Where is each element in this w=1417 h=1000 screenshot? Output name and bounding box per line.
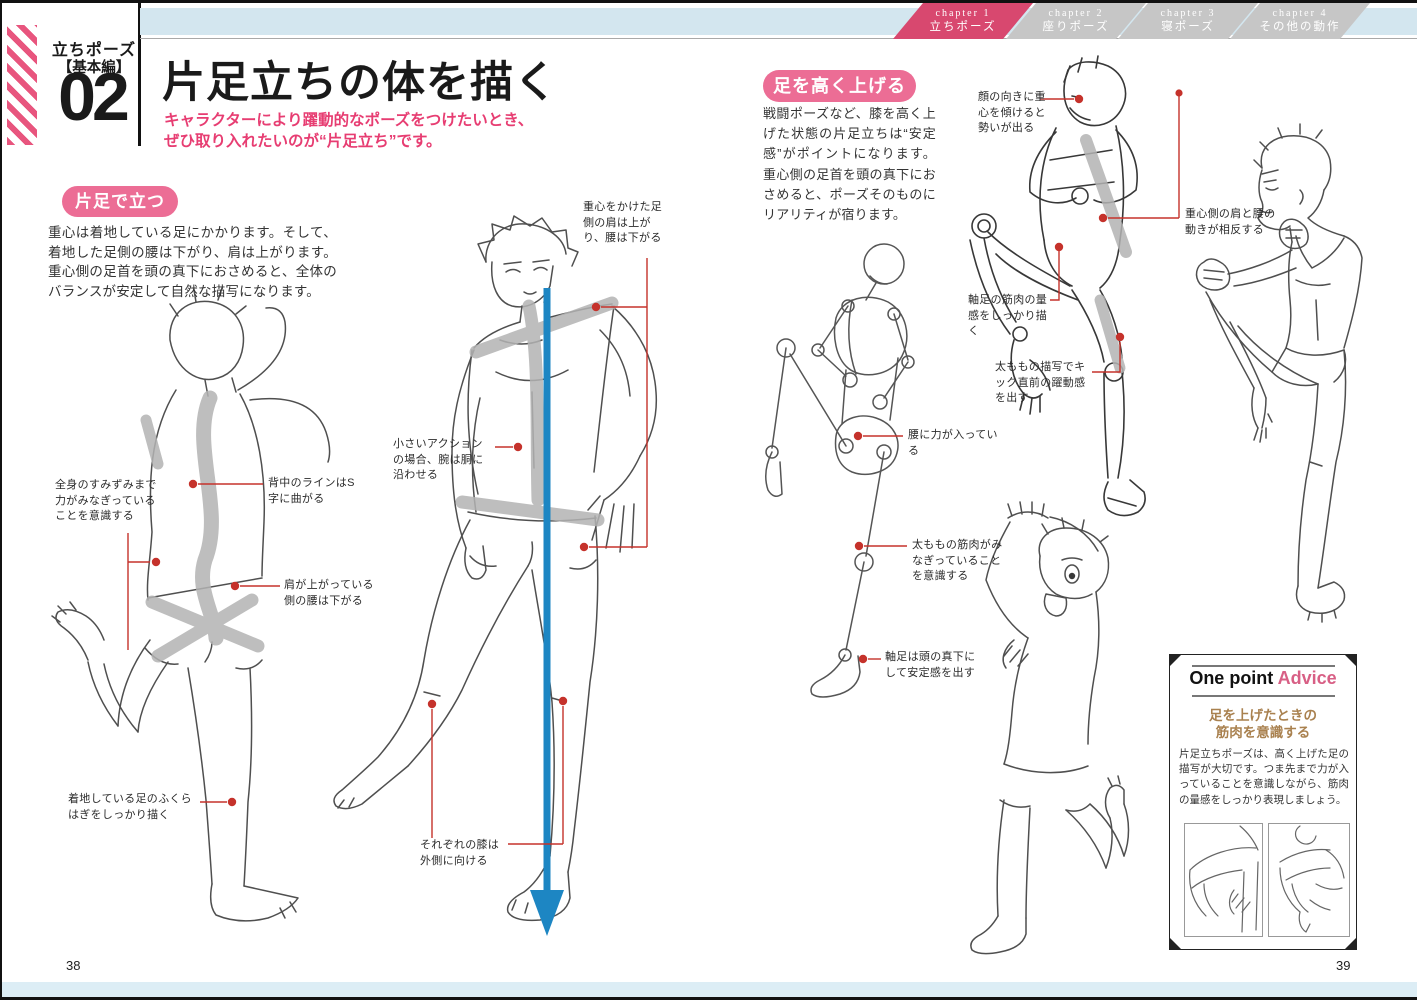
- annotation-pivot-leg-muscle-volume: 軸足の筋肉の量感をしっかり描く: [968, 294, 1048, 337]
- annotation-shoulder-hip-opposite: 重心側の肩と腰の動きが相反する: [1185, 208, 1276, 236]
- annotation-whole-body-energy: 全身のすみずみまで力がみなぎっていることを意識する: [55, 479, 157, 522]
- annotation-back-s-curve: 背中のラインはS字に曲がる: [268, 477, 355, 505]
- advice-corner-br: [1344, 937, 1357, 950]
- header-divider: [138, 0, 141, 146]
- annotation-thigh-pre-kick: 太ももの描写でキック直前の躍動感を出す: [995, 361, 1086, 404]
- tab-chapter-1-number: chapter 1: [935, 8, 991, 19]
- page-subtitle-line1: キャラクターにより躍動的なポーズをつけたいとき、: [164, 112, 534, 129]
- header-band-underline: [140, 37, 1417, 39]
- annotation-thigh-muscle-energy: 太ももの筋肉がみなぎっていることを意識する: [912, 539, 1003, 582]
- unit-sublabel: 【基本編】: [57, 60, 131, 76]
- annotation-calf-grounded-leg: 着地している足のふくらはぎをしっかり描く: [68, 793, 192, 821]
- page-subtitle-line2: ぜひ取り入れたいのが“片足立ち”です。: [164, 132, 442, 150]
- page-edge-bottom: [0, 997, 1417, 1000]
- advice-corner-tl: [1169, 654, 1182, 667]
- tab-chapter-4-label: その他の動作: [1259, 21, 1341, 33]
- figure-mannequin-sketch: [765, 243, 915, 698]
- unit-label: 立ちポーズ: [51, 42, 137, 59]
- tab-chapter-3-number: chapter 3: [1160, 8, 1216, 19]
- page-edge-left: [0, 0, 2, 1000]
- chapter-stripe-decoration: [7, 25, 37, 145]
- tab-chapter-2-label: 座りポーズ: [1042, 21, 1110, 33]
- advice-title-rule-top: [1192, 665, 1335, 667]
- tab-chapter-1-label: 立ちポーズ: [929, 21, 997, 33]
- right-body-text: 戦闘ポーズなど、膝を高く上げた状態の片足立ちは“安定感”がポイントになります。重…: [763, 106, 936, 223]
- advice-title-main: One point: [1189, 668, 1274, 688]
- left-body-text: 重心は着地している足にかかります。そして、着地した足側の腰は下がり、肩は上がりま…: [48, 225, 337, 299]
- footer-band: [0, 982, 1417, 997]
- page-number-left: 38: [66, 958, 81, 973]
- figure-fight-stance: [1195, 123, 1363, 623]
- advice-image-frame-right: [1268, 823, 1350, 937]
- section-heading-stand-on-one-leg: 片足で立つ: [62, 186, 178, 217]
- advice-subtitle-line2: 筋肉を意識する: [1215, 725, 1311, 740]
- page-edge-top: [0, 0, 1417, 3]
- tab-chapter-2-number: chapter 2: [1048, 8, 1104, 19]
- annotation-pivot-under-head: 軸足は頭の真下にして安定感を出す: [885, 651, 976, 679]
- annotation-tilt-center-of-gravity: 顔の向きに重心を傾けると勢いが出る: [978, 91, 1046, 134]
- one-point-advice-box: One point Advice 足を上げたときの 筋肉を意識する 片足立ちポー…: [1169, 654, 1357, 950]
- advice-title-accent: Advice: [1277, 668, 1337, 688]
- unit-number: 02: [58, 59, 130, 135]
- annotation-weighted-side-shoulder: 重心をかけた足側の肩は上がり、腰は下がる: [583, 201, 663, 244]
- advice-title-rule-bottom: [1192, 695, 1335, 697]
- advice-title: One point Advice: [1170, 668, 1356, 689]
- advice-image-frame-left: [1184, 823, 1263, 937]
- figure-main-standing: [333, 215, 658, 922]
- tab-chapter-4-number: chapter 4: [1272, 8, 1328, 19]
- annotation-raised-shoulder-hip: 肩が上がっている側の腰は下がる: [284, 579, 374, 607]
- advice-subtitle-line1: 足を上げたときの: [1209, 708, 1317, 723]
- tab-chapter-3-label: 寝ポーズ: [1161, 21, 1215, 33]
- plumb-line-arrow: [530, 288, 564, 936]
- annotation-small-action-arm: 小さいアクションの場合、腕は胴に沿わせる: [393, 438, 484, 481]
- advice-body: 片足立ちポーズは、高く上げた足の描写が大切です。つま先まで力が入っていることを意…: [1179, 748, 1349, 806]
- page-number-right: 39: [1336, 958, 1351, 973]
- annotation-power-in-hips: 腰に力が入っている: [908, 429, 998, 457]
- section-heading-raise-leg-high: 足を高く上げる: [763, 70, 916, 102]
- advice-corner-tr: [1344, 654, 1357, 667]
- page-subtitle: キャラクターにより躍動的なポーズをつけたいとき、 ぜひ取り入れたいのが“片足立ち…: [164, 111, 533, 152]
- annotation-knees-outward: それぞれの膝は外側に向ける: [420, 839, 500, 867]
- page-title: 片足立ちの体を描く: [162, 59, 558, 107]
- advice-corner-bl: [1169, 937, 1182, 950]
